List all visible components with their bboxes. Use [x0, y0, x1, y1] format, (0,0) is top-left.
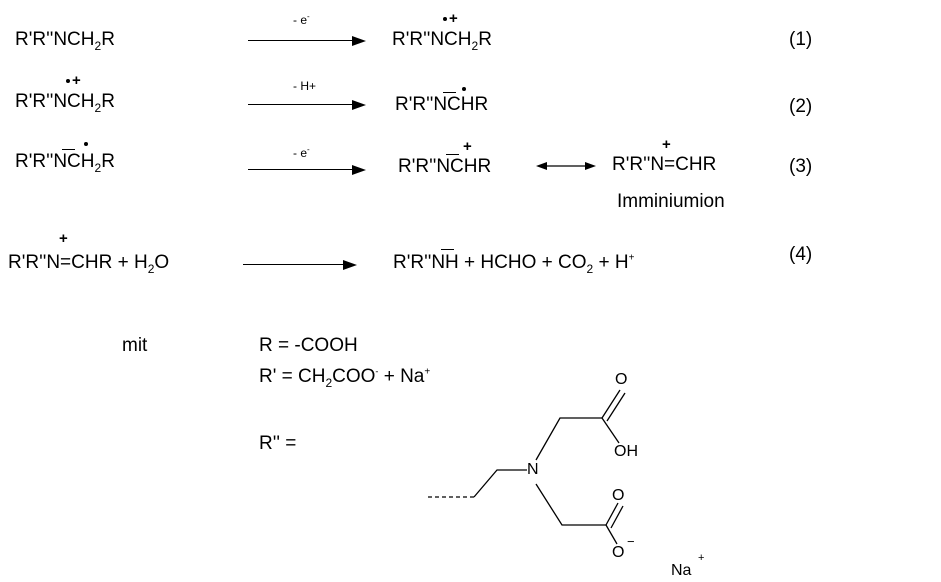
reaction-1-condition: - e- [293, 12, 310, 27]
resonance-arrow [536, 162, 596, 170]
legend-r1-definition: R' = CH2COO- + Na+ [259, 366, 431, 390]
radical-dot [462, 87, 466, 91]
carbonyl-bond-1 [601, 389, 621, 419]
legend-intro: mit [122, 335, 148, 356]
radical-dot [443, 17, 447, 21]
reaction-4-lhs: R'R''N=CHR + H2O [8, 252, 170, 276]
lone-pair-bar [62, 149, 75, 150]
sodium-charge: + [698, 552, 705, 564]
cation-plus: + [662, 136, 671, 153]
cation-plus: + [449, 10, 458, 27]
atom-hydroxyl: OH [614, 443, 638, 460]
atom-nitrogen: N [527, 461, 539, 478]
cation-plus: + [59, 230, 68, 247]
lone-pair-bar [443, 92, 456, 93]
reaction-1-number: (1) [789, 29, 813, 50]
reaction-3-arrow [248, 164, 366, 176]
hydroxyl-bond [601, 417, 620, 444]
reaction-2-lhs: R'R''NCH2R [15, 91, 115, 115]
atom-oxygen-anion: O [612, 544, 625, 561]
atom-oxygen-upper: O [615, 371, 628, 388]
lone-pair-bar [446, 154, 459, 155]
radical-dot [84, 142, 88, 146]
reaction-2-condition: - H+ [293, 79, 317, 93]
reaction-3-number: (3) [789, 156, 813, 177]
reaction-1-rhs: R'R''NCH2R [392, 29, 492, 53]
legend-r-definition: R = -COOH [259, 335, 358, 356]
reaction-1-arrow [248, 35, 366, 47]
reaction-4-rhs: R'R''NH + HCHO + CO2 + H+ [393, 252, 635, 276]
reaction-3-lhs: R'R''NCH2R [15, 151, 115, 175]
reaction-2-arrow [248, 99, 366, 111]
reaction-3-caption: Imminiumion [617, 191, 725, 212]
carbonyl-bond-2 [605, 502, 619, 526]
cation-plus: + [463, 138, 472, 155]
reaction-4-arrow [243, 259, 357, 271]
carbonyl-bond-2b [610, 505, 624, 529]
radical-dot [66, 79, 70, 83]
reaction-2-number: (2) [789, 96, 813, 117]
chain-bond [473, 469, 527, 498]
reaction-3-rhs: R'R''NCHR [398, 156, 492, 177]
lone-pair-bar [441, 249, 454, 250]
reaction-3-condition: - e- [293, 145, 310, 160]
cation-plus: + [72, 72, 81, 89]
anion-charge: − [627, 534, 635, 549]
reaction-1-lhs: R'R''NCH2R [15, 29, 115, 53]
carbonyl-bond-1b [606, 392, 626, 422]
anion-bond [605, 524, 618, 545]
reaction-3-resonance: R'R''N=CHR [612, 154, 717, 175]
atom-sodium: Na [671, 562, 692, 579]
reaction-4-number: (4) [789, 244, 813, 265]
legend-r2-label: R'' = [259, 433, 297, 454]
atom-oxygen-lower: O [612, 487, 625, 504]
reaction-2-rhs: R'R''NCHR [395, 94, 489, 115]
upper-arm-bond [535, 417, 602, 461]
lower-arm-bond [535, 483, 606, 526]
